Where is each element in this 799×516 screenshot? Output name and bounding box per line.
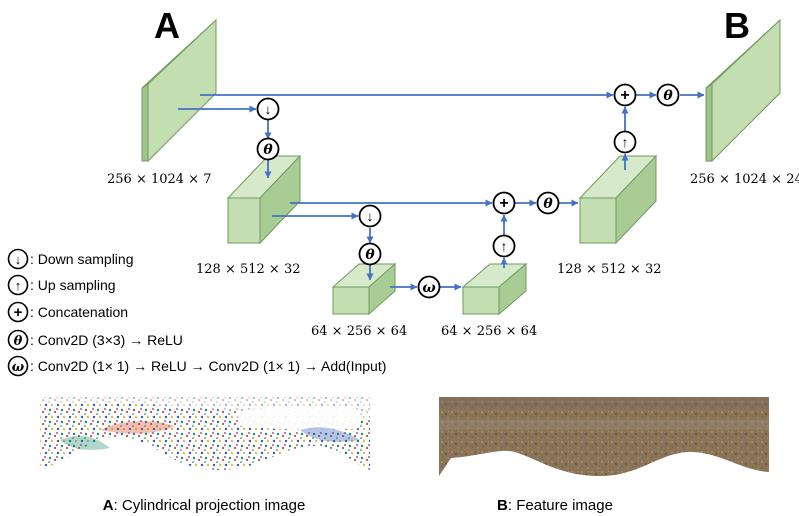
bottleneck-block-1	[331, 262, 397, 316]
up-sampling-icon: ↑	[613, 130, 637, 154]
legend-item-down: ↓ : Down sampling	[7, 248, 134, 270]
theta-icon: θ	[656, 83, 680, 107]
decoder-block-1	[578, 154, 658, 245]
panel-b-label: B	[724, 5, 750, 46]
output-block	[705, 18, 781, 163]
dim-decoder-1: 128 × 512 × 32	[557, 262, 661, 277]
op-symbol: +	[620, 87, 629, 104]
theta-icon: θ	[536, 191, 560, 215]
dim-input: 256 × 1024 × 7	[107, 172, 211, 187]
op-symbol: ω	[422, 280, 436, 296]
op-symbol: θ	[365, 247, 375, 263]
caption-a-text: : Cylindrical projection image	[114, 497, 306, 514]
input-block	[141, 18, 217, 163]
omega-icon	[7, 355, 29, 377]
op-symbol: θ	[263, 142, 273, 158]
concatenation-icon: +	[613, 83, 637, 107]
dim-encoder-1: 128 × 512 × 32	[196, 262, 300, 277]
op-symbol: +	[499, 195, 508, 212]
panel-a-label: A	[154, 5, 180, 46]
legend-text: : Up sampling	[30, 277, 116, 293]
legend-symbol: θ	[14, 334, 23, 349]
op-symbol: θ	[543, 196, 553, 212]
legend-text: : Down sampling	[30, 251, 134, 267]
legend-text: : Conv2D (1× 1) → ReLU → Conv2D (1× 1) →…	[30, 358, 386, 374]
legend-symbol: ↑	[15, 278, 22, 293]
feature-image	[439, 397, 769, 491]
op-symbol: ↓	[367, 208, 374, 224]
down-sampling-icon	[7, 248, 29, 270]
legend: ↓ : Down sampling ↑ : Up sampling + : Co…	[7, 248, 386, 377]
op-symbol: ↑	[501, 238, 508, 254]
caption-b-prefix: B	[497, 497, 508, 514]
op-symbol: ↓	[265, 101, 272, 117]
caption-a: A: Cylindrical projection image	[103, 497, 306, 514]
down-sampling-icon: ↓	[256, 97, 280, 121]
theta-icon: θ	[358, 242, 382, 266]
cylindrical-projection-image	[40, 397, 370, 491]
op-symbol: ↑	[622, 134, 629, 150]
bottleneck-block-2	[461, 262, 528, 316]
legend-symbol: ↓	[15, 252, 22, 267]
caption-b: B: Feature image	[497, 497, 613, 514]
concatenation-icon	[7, 301, 29, 323]
omega-icon: ω	[417, 275, 441, 299]
legend-item-omega: ω : Conv2D (1× 1) → ReLU → Conv2D (1× 1)…	[7, 355, 386, 377]
encoder-block-1	[226, 154, 302, 245]
legend-text: : Conv2D (3×3) → ReLU	[30, 332, 183, 348]
op-symbol: θ	[663, 88, 673, 104]
dim-bottleneck-1: 64 × 256 × 64	[311, 324, 407, 339]
theta-icon	[7, 329, 29, 351]
down-sampling-icon: ↓	[358, 204, 382, 228]
legend-text: : Concatenation	[30, 304, 128, 320]
legend-symbol: ω	[12, 360, 25, 375]
legend-item-theta: θ : Conv2D (3×3) → ReLU	[7, 329, 183, 351]
dim-bottleneck-2: 64 × 256 × 64	[441, 324, 537, 339]
caption-b-text: : Feature image	[508, 497, 613, 514]
dim-output: 256 × 1024 × 24	[690, 172, 799, 187]
concatenation-icon: +	[492, 191, 516, 215]
connections	[178, 91, 705, 291]
legend-item-concat: + : Concatenation	[7, 301, 128, 323]
up-sampling-icon	[7, 274, 29, 296]
theta-icon: θ	[256, 137, 280, 161]
caption-a-prefix: A	[103, 497, 114, 514]
legend-item-up: ↑ : Up sampling	[7, 274, 116, 296]
up-sampling-icon: ↑	[492, 234, 516, 258]
legend-symbol: +	[14, 304, 23, 321]
